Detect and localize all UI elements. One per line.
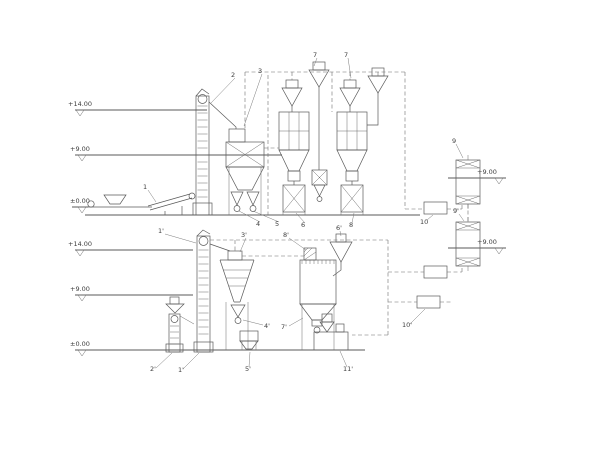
label-machine-b: 8 bbox=[349, 212, 355, 229]
label-text: 7' bbox=[281, 323, 287, 331]
label-machine-a: 6 bbox=[295, 212, 306, 229]
machine-tower-b bbox=[336, 79, 368, 215]
elevation-marker-bottom-0: ±0.00 bbox=[70, 340, 90, 357]
datum-triangle-icon bbox=[77, 294, 87, 302]
label-discharge-left: 4 bbox=[238, 210, 260, 228]
elevation-markers: +14.00 +9.00 ±0.00 +14.00 +9.00 ±0.00 +9… bbox=[68, 100, 504, 357]
small-elevator-prime bbox=[165, 296, 195, 353]
elevation-marker-right-lower: +9.00 bbox=[477, 238, 504, 255]
elevation-label: +9.00 bbox=[70, 285, 90, 293]
duct-network bbox=[210, 71, 469, 336]
label-outlet-prime: 4' bbox=[242, 319, 270, 330]
datum-triangle-icon bbox=[75, 249, 85, 257]
label-bucket-elevator-prime-boot: 1' bbox=[178, 352, 200, 374]
datum-triangle-icon bbox=[77, 206, 87, 214]
label-cyclone-prime: 6' bbox=[336, 224, 342, 237]
tall-cyclone-b bbox=[367, 67, 389, 126]
label-cyclone-b: 7 bbox=[344, 51, 352, 79]
label-text: 4 bbox=[256, 220, 260, 228]
elevation-marker-bottom-14: +14.00 bbox=[68, 240, 92, 257]
label-sifter-prime: 3' bbox=[239, 231, 247, 253]
label-text: 9' bbox=[453, 207, 459, 215]
label-cyclone-a: 7 bbox=[313, 51, 318, 67]
label-bin-prime: 7' bbox=[281, 317, 304, 331]
intake-conveyor bbox=[87, 192, 196, 215]
elevation-label: +14.00 bbox=[68, 240, 92, 248]
elevation-marker-bottom-9: +9.00 bbox=[70, 285, 90, 302]
label-filter-prime: 8' bbox=[283, 231, 307, 251]
elevation-marker-top-9: +9.00 bbox=[70, 145, 90, 162]
label-text: 8' bbox=[283, 231, 289, 239]
label-text: 2' bbox=[150, 365, 156, 373]
elevation-label: ±0.00 bbox=[70, 340, 90, 348]
datum-triangle-icon bbox=[494, 247, 504, 255]
tank-upper bbox=[455, 155, 481, 209]
label-text: 10' bbox=[402, 321, 412, 329]
elevation-label: +9.00 bbox=[70, 145, 90, 153]
datum-triangle-icon bbox=[77, 349, 87, 357]
sifter-prime bbox=[219, 250, 255, 350]
label-separator: 3 bbox=[243, 67, 263, 127]
elevation-marker-right-upper: +9.00 bbox=[477, 168, 504, 185]
bucket-elevator-prime bbox=[193, 229, 231, 353]
elevation-label: +9.00 bbox=[477, 238, 497, 246]
elevation-marker-top-14: +14.00 bbox=[68, 100, 92, 117]
equipment-labels: 1 2 3 4 5 6 7 7 bbox=[143, 51, 465, 374]
label-discharge-right: 5 bbox=[252, 210, 279, 228]
label-text: 4' bbox=[264, 322, 270, 330]
label-text: 6 bbox=[301, 221, 305, 229]
label-text: 9 bbox=[452, 137, 456, 145]
label-text: 5 bbox=[275, 220, 279, 228]
label-text: 2 bbox=[231, 71, 235, 79]
separator bbox=[225, 128, 265, 215]
label-packer-prime: 11' bbox=[339, 350, 353, 373]
label-bucket-elevator: 2 bbox=[210, 71, 236, 104]
fan-upper bbox=[423, 201, 448, 215]
datum-triangle-icon bbox=[77, 154, 87, 162]
label-text: 11' bbox=[343, 365, 353, 373]
label-small-elevator-prime: 2' bbox=[150, 352, 173, 373]
label-text: 6' bbox=[336, 224, 342, 232]
label-text: 10 bbox=[420, 218, 428, 226]
label-text: 7 bbox=[344, 51, 348, 59]
label-bagging-prime: 5' bbox=[245, 351, 251, 373]
label-tank-upper: 9 bbox=[452, 137, 464, 159]
label-text: 3 bbox=[258, 67, 262, 75]
bucket-elevator bbox=[192, 88, 237, 216]
tall-cyclone-a bbox=[308, 61, 330, 202]
label-fan-upper: 10 bbox=[420, 214, 434, 226]
bagging-bin-prime bbox=[239, 330, 259, 350]
packer-prime bbox=[313, 313, 349, 351]
label-fan-lower: 10' bbox=[402, 308, 426, 329]
label-text: 1' bbox=[178, 366, 184, 374]
label-text: 1 bbox=[143, 183, 147, 191]
fan-middle bbox=[423, 265, 448, 279]
datum-triangle-icon bbox=[75, 109, 85, 117]
elevation-label: +14.00 bbox=[68, 100, 92, 108]
label-bucket-elevator-prime-head: 1' bbox=[158, 227, 197, 244]
label-text: 8 bbox=[349, 221, 353, 229]
machine-tower-a bbox=[278, 79, 310, 215]
label-text: 7 bbox=[313, 51, 317, 59]
elevation-label: +9.00 bbox=[477, 168, 497, 176]
label-text: 1' bbox=[158, 227, 164, 235]
bin-prime bbox=[299, 259, 337, 350]
elevation-marker-top-0: ±0.00 bbox=[70, 197, 90, 214]
fan-lower bbox=[416, 295, 441, 309]
label-tank-lower: 9' bbox=[453, 207, 465, 222]
elevation-label: ±0.00 bbox=[70, 197, 90, 205]
label-text: 3' bbox=[241, 231, 247, 239]
label-text: 5' bbox=[245, 365, 251, 373]
label-conveyor: 1 bbox=[143, 183, 157, 203]
datum-triangle-icon bbox=[494, 177, 504, 185]
